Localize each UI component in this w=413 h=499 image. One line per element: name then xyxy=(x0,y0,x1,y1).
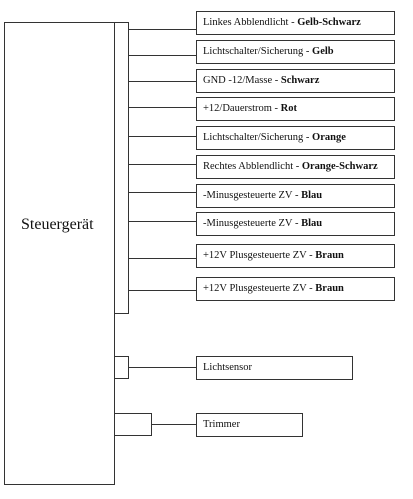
connection-color-5: Orange xyxy=(312,132,346,143)
wire-1 xyxy=(129,29,196,30)
control-unit-label: Steuergerät xyxy=(21,216,94,233)
connection-color-9: Braun xyxy=(315,250,344,261)
wire-3 xyxy=(129,81,196,82)
connection-color-4: Rot xyxy=(280,103,297,114)
wire-9 xyxy=(129,258,196,259)
connection-color-2: Gelb xyxy=(312,46,334,57)
connection-label-4: +12/Dauerstrom - Rot xyxy=(196,97,395,121)
connection-color-1: Gelb-Schwarz xyxy=(297,17,361,28)
connector-strip xyxy=(114,22,129,314)
connection-label-1: Linkes Abblendlicht - Gelb-Schwarz xyxy=(196,11,395,35)
sensor-wire-1 xyxy=(129,367,196,368)
sensor-text-1: Lichtsensor xyxy=(203,362,252,373)
wire-5 xyxy=(129,136,196,137)
wire-4 xyxy=(129,107,196,108)
connection-label-5: Lichtschalter/Sicherung - Orange xyxy=(196,126,395,150)
sensor-wire-2 xyxy=(152,424,196,425)
wire-6 xyxy=(129,164,196,165)
connection-label-3: GND -12/Masse - Schwarz xyxy=(196,69,395,93)
connection-label-9: +12V Plusgesteuerte ZV - Braun xyxy=(196,244,395,268)
connection-label-10: +12V Plusgesteuerte ZV - Braun xyxy=(196,277,395,301)
connection-color-3: Schwarz xyxy=(280,75,320,86)
connection-color-10: Braun xyxy=(315,283,344,294)
wire-2 xyxy=(129,55,196,56)
wire-7 xyxy=(129,192,196,193)
sensor-label-1: Lichtsensor xyxy=(196,356,353,380)
connection-text-4: +12/Dauerstrom - xyxy=(203,103,281,114)
wire-8 xyxy=(129,221,196,222)
sensor-connector-1 xyxy=(114,356,129,379)
connection-text-7: -Minusgesteuerte ZV - xyxy=(203,190,302,201)
sensor-text-2: Trimmer xyxy=(203,419,240,430)
connection-label-8: -Minusgesteuerte ZV - Blau xyxy=(196,212,395,236)
connection-text-3: GND -12/Masse - xyxy=(203,75,281,86)
connection-text-5: Lichtschalter/Sicherung - xyxy=(203,132,313,143)
connection-label-7: -Minusgesteuerte ZV - Blau xyxy=(196,184,395,208)
connection-label-2: Lichtschalter/Sicherung - Gelb xyxy=(196,40,395,64)
sensor-connector-2 xyxy=(114,413,152,436)
connection-text-6: Rechtes Abblendlicht - xyxy=(203,161,302,172)
sensor-label-2: Trimmer xyxy=(196,413,303,437)
connection-label-6: Rechtes Abblendlicht - Orange-Schwarz xyxy=(196,155,395,179)
connection-text-8: -Minusgesteuerte ZV - xyxy=(203,218,302,229)
control-unit-box xyxy=(4,22,115,485)
connection-color-8: Blau xyxy=(301,218,323,229)
connection-text-2: Lichtschalter/Sicherung - xyxy=(203,46,313,57)
connection-color-7: Blau xyxy=(301,190,323,201)
connection-text-1: Linkes Abblendlicht - xyxy=(203,17,298,28)
connection-text-9: +12V Plusgesteuerte ZV - xyxy=(203,250,316,261)
wire-10 xyxy=(129,290,196,291)
connection-text-10: +12V Plusgesteuerte ZV - xyxy=(203,283,316,294)
connection-color-6: Orange-Schwarz xyxy=(301,161,378,172)
